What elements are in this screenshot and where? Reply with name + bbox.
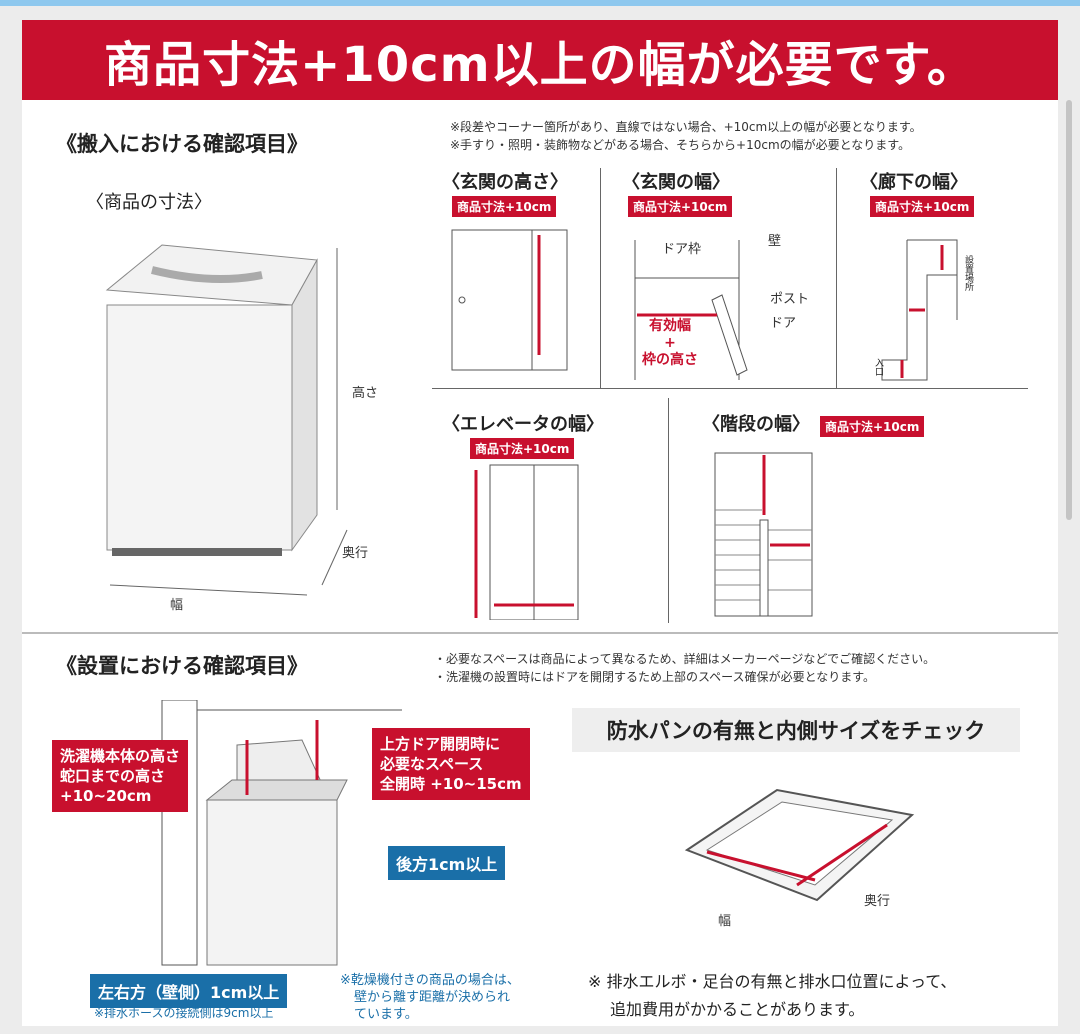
check-elevator-title: 〈エレベータの幅〉 — [442, 414, 604, 435]
dryer-note: ※乾燥機付きの商品の場合は、壁から離す距離が決められています。 — [340, 973, 520, 1022]
check-entrance-width-tag: 商品寸法+10cm — [628, 196, 733, 217]
pan-depth-label: 奥行 — [864, 894, 891, 909]
check-stairs-title: 〈階段の幅〉 — [702, 414, 810, 435]
waterproof-pan-illustration — [684, 788, 915, 902]
check-hallway-tag: 商品寸法+10cm — [870, 196, 975, 217]
dim-depth: 奥行 — [342, 546, 369, 561]
install-note-2: ・洗濯機の設置時にはドアを開閉するため上部のスペース確保が必要となります。 — [434, 670, 876, 684]
washer-illustration — [105, 244, 348, 596]
label-entrance: 入口 — [873, 358, 883, 376]
check-entrance-height-tag: 商品寸法+10cm — [452, 196, 557, 217]
pan-width-label: 幅 — [718, 914, 732, 929]
stairs-illustration — [714, 452, 813, 617]
scrollbar[interactable] — [1066, 100, 1072, 520]
delivery-note-1: ※段差やコーナー箇所があり、直線ではない場合、+10cm以上の幅が必要となります… — [450, 120, 922, 134]
divider — [432, 388, 1028, 389]
side-note: ※排水ホースの接続側は9cm以上 — [94, 1006, 274, 1020]
divider — [836, 168, 837, 388]
check-hallway-title: 〈廊下の幅〉 — [860, 172, 968, 193]
effective-width-label: 有効幅+枠の高さ — [642, 318, 698, 368]
hallway-illustration — [881, 239, 958, 381]
check-entrance-height-title: 〈玄関の高さ〉 — [442, 172, 568, 193]
dim-width: 幅 — [170, 598, 184, 613]
product-size-heading: 〈商品の寸法〉 — [86, 192, 212, 213]
callout-height: 洗濯機本体の高さ蛇口までの高さ+10~20cm — [52, 740, 189, 812]
label-door-frame: ドア枠 — [662, 242, 702, 257]
entrance-door-illustration — [451, 229, 568, 371]
top-bar — [0, 0, 1080, 6]
label-wall: 壁 — [768, 234, 782, 249]
callout-side: 左右方（壁側）1cm以上 — [90, 974, 288, 1008]
delivery-note-2: ※手すり・照明・装飾物などがある場合、そちらから+10cmの幅が必要となります。 — [450, 138, 911, 152]
check-elevator-tag: 商品寸法+10cm — [470, 438, 575, 459]
divider — [668, 398, 669, 623]
install-note-1: ・必要なスペースは商品によって異なるため、詳細はメーカーページなどでご確認くださ… — [434, 652, 936, 666]
label-door: ドア — [770, 316, 797, 331]
divider — [600, 168, 601, 388]
callout-back: 後方1cm以上 — [388, 846, 506, 880]
delivery-heading: 《搬入における確認項目》 — [56, 132, 308, 156]
entrance-width-illustration — [634, 240, 748, 380]
dim-height: 高さ — [352, 386, 379, 401]
label-post: ポスト — [770, 292, 810, 307]
banner-title: 商品寸法+10cm以上の幅が必要です。 — [22, 20, 1058, 100]
callout-top-space: 上方ドア開閉時に必要なスペース全開時 +10~15cm — [372, 728, 530, 800]
check-entrance-width-title: 〈玄関の幅〉 — [622, 172, 730, 193]
installed-washer-illustration — [161, 700, 402, 966]
pan-heading: 防水パンの有無と内側サイズをチェック — [572, 708, 1020, 752]
elevator-illustration — [474, 464, 579, 620]
info-image: 商品寸法+10cm以上の幅が必要です。 《搬入における確認項目》 〈商品の寸法〉… — [22, 20, 1058, 1026]
check-stairs-tag: 商品寸法+10cm — [820, 416, 925, 437]
section-divider — [22, 632, 1058, 634]
install-heading: 《設置における確認項目》 — [56, 654, 308, 678]
pan-note: ※ 排水エルボ・足台の有無と排水口位置によって、追加費用がかかることがあります。 — [588, 972, 957, 1019]
label-install-place: 設置場所 — [963, 255, 973, 291]
